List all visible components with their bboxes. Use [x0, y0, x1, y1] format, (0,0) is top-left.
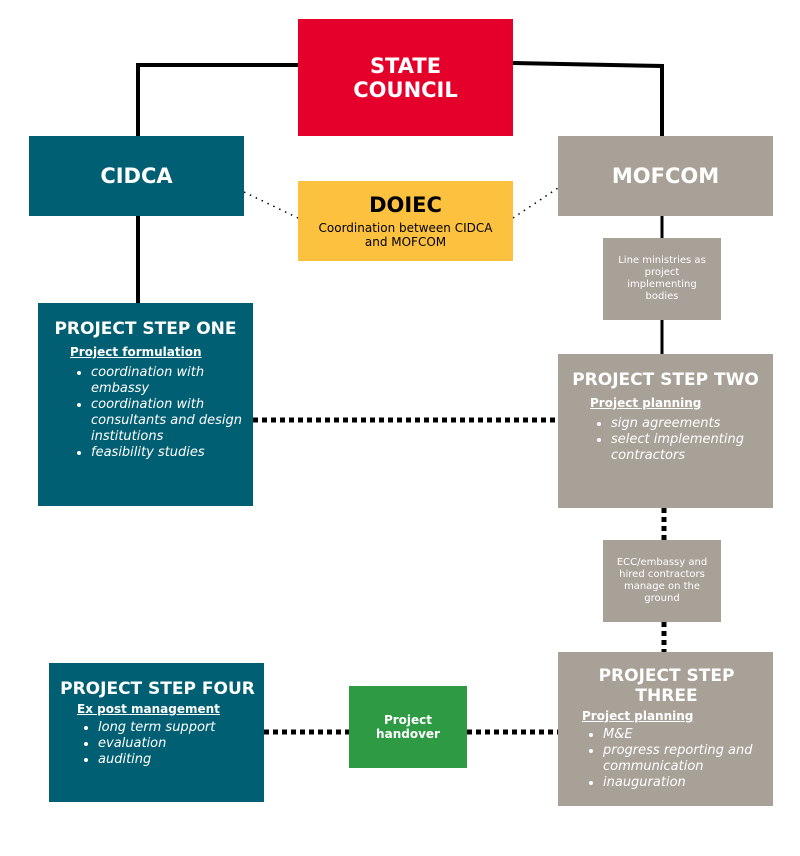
list-item: coordination with consultants and design… [91, 397, 243, 445]
mofcom-doiec-dotted-line [512, 187, 559, 219]
step-four-subtitle: Ex post management [77, 702, 220, 716]
mofcom-label: MOFCOM [611, 164, 720, 188]
list-item: inauguration [603, 775, 765, 791]
list-item: long term support [98, 720, 256, 736]
step-three-box: PROJECT STEP THREE Project planning M&E … [558, 652, 773, 806]
step-two-title: PROJECT STEP TWO [572, 370, 759, 390]
step-three-title: PROJECT STEP THREE [598, 666, 735, 706]
state-council-label: STATE COUNCIL [353, 53, 458, 102]
step-one-title: PROJECT STEP ONE [54, 319, 237, 339]
doiec-description: Coordination between CIDCA and MOFCOM [318, 221, 493, 249]
mofcom-box: MOFCOM [558, 136, 773, 216]
doiec-box: DOIEC Coordination between CIDCA and MOF… [298, 181, 513, 261]
ecc-embassy-box: ECC/embassy and hired contractors manage… [603, 540, 721, 622]
step-one-subtitle: Project formulation [70, 345, 202, 359]
step-two-subtitle: Project planning [590, 396, 702, 410]
state-council-box: STATE COUNCIL [298, 19, 513, 136]
list-item: progress reporting and communication [603, 743, 765, 775]
step-two-list: sign agreements select implementing cont… [590, 416, 763, 464]
line-ministries-label: Line ministries as project implementing … [618, 255, 706, 302]
project-handover-box: Project handover [349, 686, 467, 768]
step-two-box: PROJECT STEP TWO Project planning sign a… [558, 354, 773, 508]
list-item: select implementing contractors [611, 432, 763, 464]
list-item: coordination with embassy [91, 365, 243, 397]
doiec-label: DOIEC [369, 193, 442, 217]
step-one-box: PROJECT STEP ONE Project formulation coo… [38, 303, 253, 506]
ecc-embassy-label: ECC/embassy and hired contractors manage… [616, 557, 708, 604]
list-item: evaluation [98, 736, 256, 752]
cidca-label: CIDCA [100, 164, 173, 188]
list-item: feasibility studies [91, 445, 243, 461]
list-item: M&E [603, 727, 765, 743]
line-ministries-box: Line ministries as project implementing … [603, 238, 721, 320]
step-three-subtitle: Project planning [582, 709, 694, 723]
step-four-box: PROJECT STEP FOUR Ex post management lon… [49, 663, 264, 802]
project-handover-label: Project handover [376, 713, 440, 741]
list-item: sign agreements [611, 416, 763, 432]
state-council-to-mofcom-line [512, 61, 664, 136]
state-council-to-cidca-line [136, 63, 298, 136]
cidca-doiec-dotted-line [243, 191, 299, 219]
step-three-list: M&E progress reporting and communication… [582, 727, 765, 791]
step-four-title: PROJECT STEP FOUR [60, 679, 255, 699]
step-one-list: coordination with embassy coordination w… [70, 365, 243, 461]
list-item: auditing [98, 752, 256, 768]
step-four-list: long term support evaluation auditing [77, 720, 256, 768]
cidca-box: CIDCA [29, 136, 244, 216]
